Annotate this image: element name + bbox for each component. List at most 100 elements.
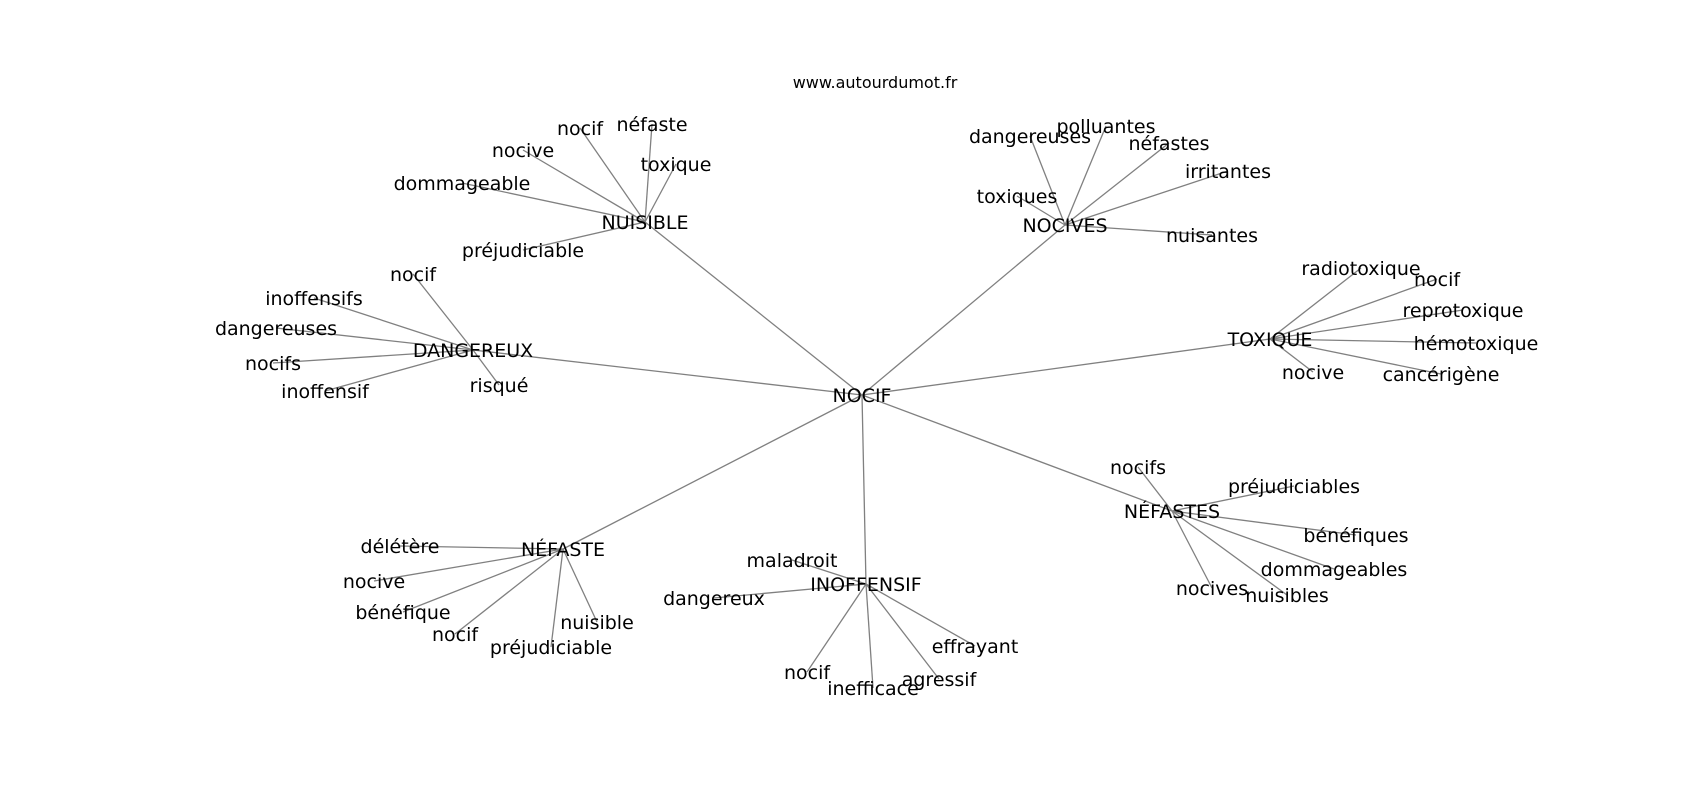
edge-nocives-leaf (1064, 142, 1170, 226)
leaf-node: hémotoxique (1414, 333, 1539, 355)
edge-inoffensif-leaf (865, 583, 940, 680)
leaf-node: préjudiciables (1228, 476, 1360, 498)
edge-inoffensif-leaf (865, 583, 976, 647)
leaf-node: reprotoxique (1403, 300, 1524, 322)
edge-center-nuisible (644, 221, 863, 396)
leaf-node: toxique (641, 154, 712, 176)
leaf-node: nocifs (245, 353, 301, 375)
edge-toxique-leaf (1269, 309, 1464, 340)
leaf-node: nocive (1282, 362, 1344, 384)
edge-nefaste-leaf (562, 548, 598, 623)
leaf-node: nocifs (1110, 457, 1166, 479)
leaf-node: polluantes (1056, 116, 1155, 138)
leaf-node: risqué (470, 375, 529, 397)
edge-nuisible-leaf (644, 123, 653, 223)
edge-nefaste-leaf (373, 548, 564, 582)
leaf-node: néfastes (1128, 133, 1209, 155)
leaf-node: nocif (390, 264, 437, 286)
edge-toxique-leaf (1269, 267, 1362, 340)
leaf-node: radiotoxique (1301, 258, 1420, 280)
edge-toxique-leaf (1269, 278, 1438, 340)
edge-nefaste-leaf (399, 545, 564, 550)
leaf-node: nocif (432, 624, 479, 646)
leaf-node: toxiques (977, 186, 1058, 208)
leaf-node: effrayant (932, 636, 1019, 658)
edge-nocives-leaf (1029, 135, 1066, 226)
edge-nefastes-leaf (1171, 510, 1335, 570)
edge-nocives-leaf (1064, 170, 1229, 226)
leaf-node: bénéfique (355, 602, 450, 624)
leaf-node: néfaste (616, 114, 687, 136)
edge-center-dangereux (472, 349, 863, 396)
hub-node-nefastes: NÉFASTES (1124, 500, 1220, 523)
leaf-node: bénéfiques (1303, 525, 1408, 547)
edge-dangereux-leaf (313, 297, 474, 351)
leaf-node: cancérigène (1383, 364, 1500, 386)
leaf-node: nuisibles (1245, 585, 1328, 607)
edge-inoffensif-leaf (806, 583, 867, 673)
leaf-node: nocive (492, 140, 554, 162)
edge-nefaste-leaf (402, 548, 564, 613)
edge-inoffensif-leaf (865, 583, 874, 689)
hub-node-toxique: TOXIQUE (1227, 329, 1313, 351)
center-node: NOCIF (833, 385, 892, 407)
hub-node-nuisible: NUISIBLE (601, 212, 688, 234)
edge-center-toxique (861, 338, 1271, 396)
edge-dangereux-leaf (472, 349, 500, 386)
edge-nefaste-leaf (550, 548, 564, 648)
hub-node-nocives: NOCIVES (1022, 215, 1107, 237)
edge-dangereux-leaf (412, 273, 474, 351)
edge-nuisible-leaf (522, 149, 646, 223)
edge-inoffensif-leaf (713, 583, 867, 599)
leaf-node: dangereuses (969, 126, 1091, 148)
leaf-node: inefficace (827, 678, 919, 700)
edge-nefastes-leaf (1171, 485, 1295, 512)
edge-center-nocives (861, 224, 1066, 396)
edge-center-nefaste (562, 394, 863, 550)
edges (272, 123, 1477, 689)
edge-nocives-leaf (1064, 125, 1107, 226)
leaf-node: nocives (1176, 578, 1248, 600)
edge-nefastes-leaf (1171, 510, 1213, 589)
hub-node-nefaste: NÉFASTE (521, 538, 605, 561)
edge-center-nefastes (861, 394, 1173, 512)
leaf-node: nocif (784, 662, 831, 684)
leaf-node: agressif (902, 669, 978, 691)
leaf-node: nocif (1414, 269, 1461, 291)
edge-nuisible-leaf (579, 127, 646, 223)
source-url: www.autourdumot.fr (793, 73, 958, 92)
leaf-node: délétère (361, 536, 440, 558)
leaf-node: maladroit (747, 550, 838, 572)
edge-center-inoffensif (861, 394, 867, 585)
leaf-node: nocif (557, 118, 604, 140)
edge-nuisible-leaf (461, 182, 646, 223)
edge-toxique-leaf (1269, 338, 1314, 373)
edge-nefaste-leaf (454, 548, 564, 635)
leaf-node: nuisible (560, 612, 634, 634)
leaf-node: dommageable (394, 173, 531, 195)
edge-nocives-leaf (1064, 224, 1213, 236)
leaf-node: dangereuses (215, 318, 337, 340)
leaf-node: irritantes (1185, 161, 1271, 183)
edge-nocives-leaf (1016, 195, 1066, 226)
edge-dangereux-leaf (275, 327, 474, 351)
edge-nuisible-leaf (522, 221, 646, 251)
edge-inoffensif-leaf (791, 559, 867, 585)
edge-nefastes-leaf (1171, 510, 1357, 536)
leaf-node: dangereux (663, 588, 765, 610)
leaf-node: dommageables (1261, 559, 1408, 581)
hub-node-dangereux: DANGEREUX (413, 340, 533, 362)
hub-node-inoffensif: INOFFENSIF (810, 574, 921, 596)
leaf-node: inoffensifs (265, 288, 363, 310)
edge-toxique-leaf (1269, 338, 1442, 375)
edge-nefastes-leaf (1137, 466, 1173, 512)
leaf-node: nuisantes (1166, 225, 1258, 247)
edge-nuisible-leaf (644, 163, 677, 223)
leaf-node: inoffensif (281, 381, 370, 403)
leaf-node: préjudiciable (490, 637, 612, 659)
edge-nefastes-leaf (1171, 510, 1288, 596)
leaf-node: nocive (343, 571, 405, 593)
edge-toxique-leaf (1269, 338, 1477, 344)
